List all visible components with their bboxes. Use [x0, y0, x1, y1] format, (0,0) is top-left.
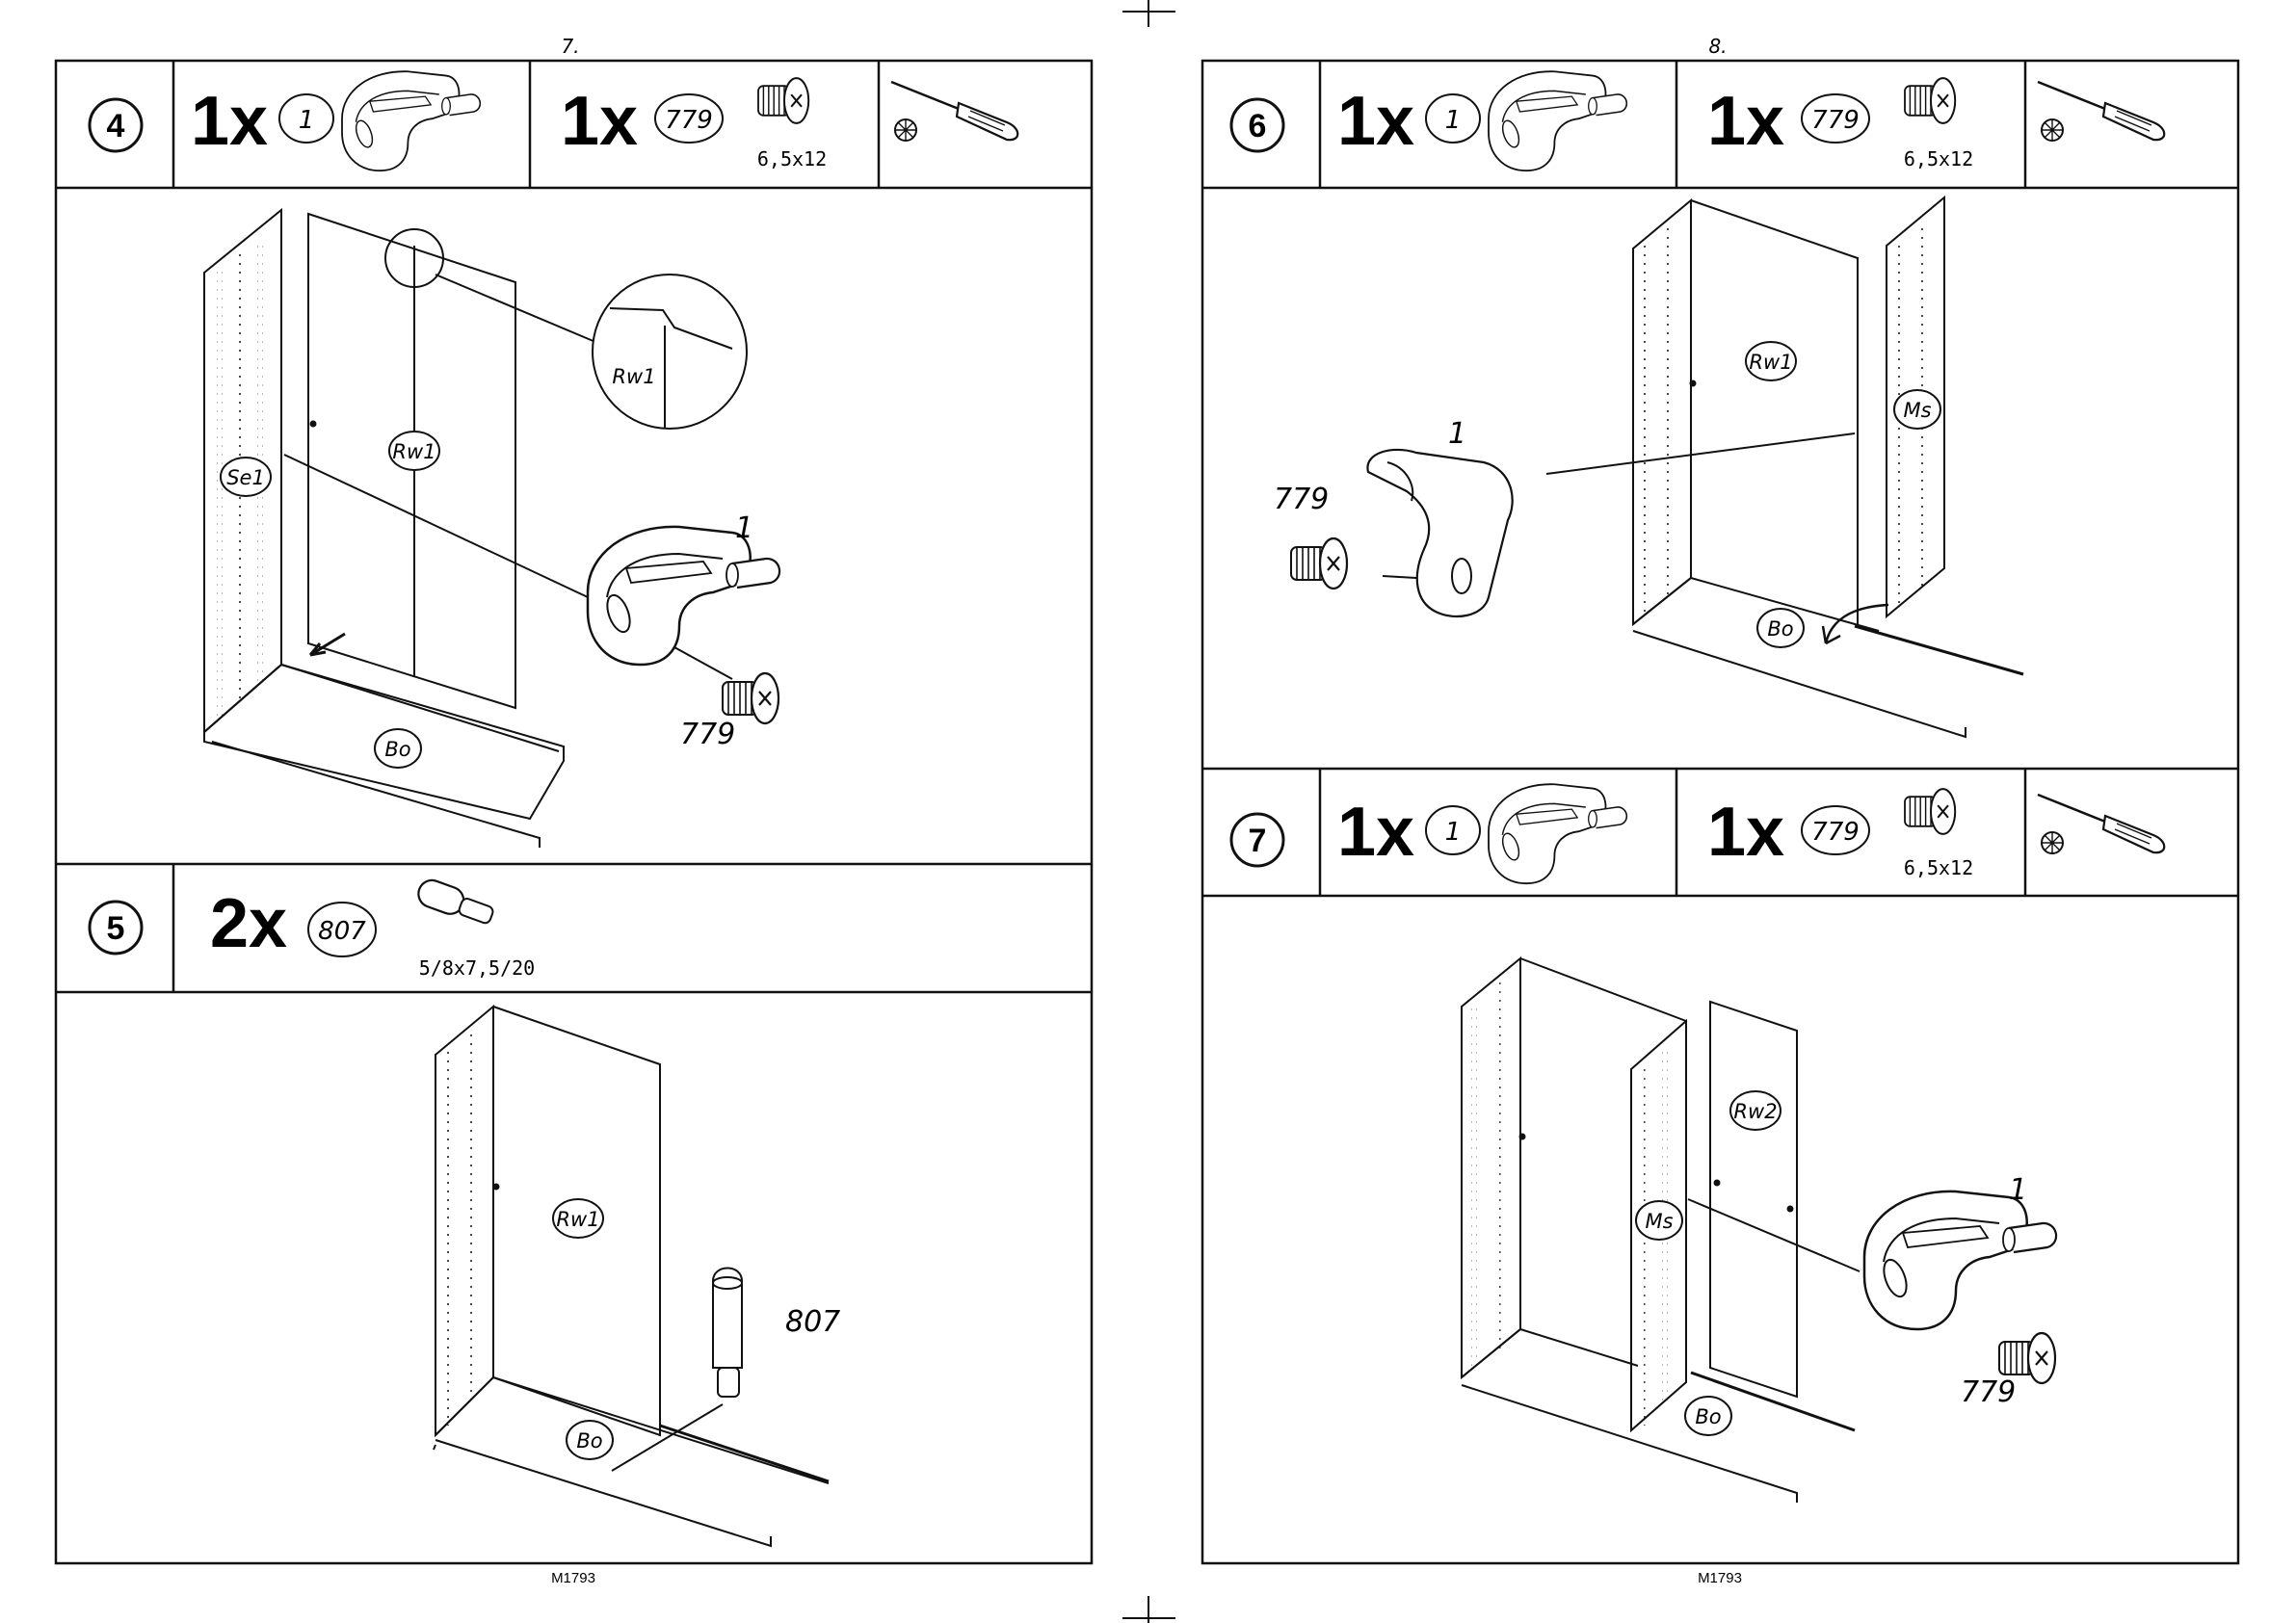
bracket-icon: [1864, 1191, 2056, 1329]
step-number: 6: [1249, 108, 1267, 144]
part-id-label: 779: [1811, 106, 1860, 135]
bracket-callout: 1: [1448, 417, 1466, 451]
screw-size-label: 6,5x12: [757, 147, 827, 170]
bracket-icon: [1489, 784, 1626, 883]
screwdriver-icon: [2038, 795, 2164, 853]
screw-icon: [1905, 78, 1955, 123]
bracket-icon: [1489, 71, 1626, 170]
part-label-se1: Se1: [226, 466, 265, 489]
quantity-label: 1x: [1707, 794, 1784, 871]
part-id-label: 1: [1445, 818, 1462, 847]
quantity-label: 1x: [1337, 794, 1414, 871]
part-label-bo: Bo: [384, 738, 410, 761]
screwdriver-icon: [891, 82, 1017, 141]
part-label-rw1: Rw1: [556, 1208, 599, 1231]
bracket-icon: [588, 527, 779, 665]
bracket-icon: [342, 71, 480, 170]
quantity-label: 1x: [1337, 83, 1414, 160]
bracket-callout: 1: [735, 511, 753, 545]
page-left: 7. 4 1x 1 1x 779 6,5x12: [56, 35, 1092, 1586]
detail-label-rw1: Rw1: [612, 365, 655, 388]
part-label-bo: Bo: [1767, 617, 1793, 641]
part-label-rw2: Rw2: [1733, 1100, 1777, 1123]
bracket-callout: 1: [2009, 1173, 2027, 1207]
part-id-label: 1: [299, 106, 315, 135]
dowel-callout: 807: [785, 1305, 840, 1339]
page-right: 8. 6 1x 1 1x 779 6,5x12: [1202, 35, 2238, 1586]
dowel-icon: [414, 877, 496, 929]
screw-size-label: 6,5x12: [1904, 147, 1973, 170]
step-number: 7: [1249, 823, 1267, 859]
screwdriver-icon: [2038, 82, 2164, 141]
part-label-ms: Ms: [1903, 399, 1931, 422]
screw-size-label: 6,5x12: [1904, 856, 1973, 879]
quantity-label: 1x: [561, 83, 638, 160]
step-5-illustration: [434, 1007, 829, 1546]
step-number: 4: [107, 108, 125, 144]
quantity-label: 1x: [191, 83, 268, 160]
footer-code: M1793: [1698, 1570, 1742, 1586]
screw-callout: 779: [1274, 483, 1329, 516]
step-6-illustration: [1367, 197, 2023, 737]
part-label-bo: Bo: [1695, 1405, 1721, 1428]
screw-icon: [1905, 789, 1955, 834]
page-number: 7.: [561, 35, 579, 58]
part-label-bo: Bo: [576, 1429, 602, 1453]
part-label-ms: Ms: [1645, 1210, 1673, 1233]
part-id-label: 1: [1445, 106, 1462, 135]
screw-icon: [758, 78, 808, 123]
screw-icon: [723, 673, 779, 723]
step-number: 5: [107, 910, 125, 947]
screw-icon: [1291, 538, 1347, 589]
page-number: 8.: [1708, 35, 1727, 58]
dowel-size-label: 5/8x7,5/20: [419, 956, 535, 980]
part-id-label: 779: [665, 106, 713, 135]
crop-marks: [1122, 0, 1175, 1623]
screw-callout: 779: [680, 718, 735, 751]
part-id-label: 779: [1811, 818, 1860, 847]
part-label-rw1: Rw1: [1749, 351, 1792, 374]
footer-code: M1793: [551, 1570, 595, 1586]
part-id-label: 807: [318, 917, 366, 946]
quantity-label: 1x: [1707, 83, 1784, 160]
screw-callout: 779: [1961, 1375, 2016, 1409]
quantity-label: 2x: [210, 885, 287, 962]
part-label-rw1: Rw1: [392, 440, 435, 463]
